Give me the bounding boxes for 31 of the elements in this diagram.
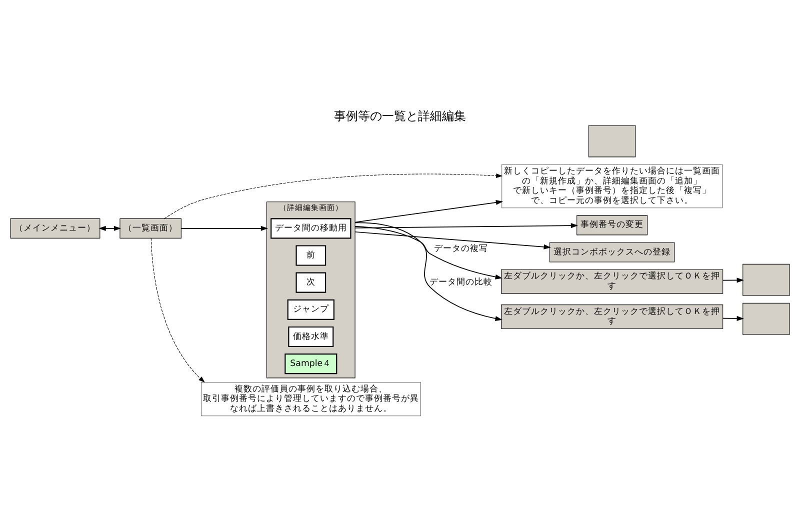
node-box: 事例番号の変更: [576, 214, 648, 235]
edge-label: データ間の比較: [429, 277, 492, 288]
node-box: [742, 263, 790, 296]
node-box: [742, 302, 790, 334]
arrow: [722, 315, 744, 320]
node-box: Sample４: [284, 353, 338, 374]
node-box: 複数の評価員の事例を取り込む場合、取引事例番号により管理していますので事例番号が異なれば上書きされることはありません。: [200, 381, 421, 416]
node-box: ジャンプ: [287, 298, 334, 320]
arrow: [150, 237, 205, 382]
node-box: 新しくコピーしたデータを作りたい場合には一覧画面の「新規作成」か、詳細編集画面の「追加」で新しいキー（事例番号）を指定した後「複写」で、コピー元の事例を選択して下さい。: [502, 164, 723, 208]
node-box: 次: [296, 272, 326, 292]
diagram-title: 事例等の一覧と詳細編集: [334, 108, 466, 122]
edge-label: データの複写: [434, 244, 488, 254]
node-box: データ間の移動用: [270, 218, 352, 238]
arrow: [354, 222, 578, 228]
node-box: （メインメニュー）: [10, 218, 100, 238]
arrow: [164, 172, 503, 218]
arrow: [354, 199, 504, 222]
node-box: 左ダブルクリックか、左クリックで選択してＯＫを押す: [501, 304, 724, 328]
node-box: （一覧画面）: [120, 218, 182, 238]
node-box: [588, 124, 636, 157]
arrow: [722, 277, 744, 282]
node-box: 選択コンボボックスへの登録: [550, 242, 675, 262]
arrow: [354, 226, 502, 279]
arrow: [354, 222, 502, 320]
node-box: 前: [296, 244, 326, 266]
node-box: 価格水準: [288, 326, 334, 347]
node-box: 左ダブルクリックか、左クリックで選択してＯＫを押す: [501, 268, 724, 294]
arrow: [180, 225, 268, 230]
arrow: [354, 230, 551, 249]
arrow: [98, 225, 122, 230]
